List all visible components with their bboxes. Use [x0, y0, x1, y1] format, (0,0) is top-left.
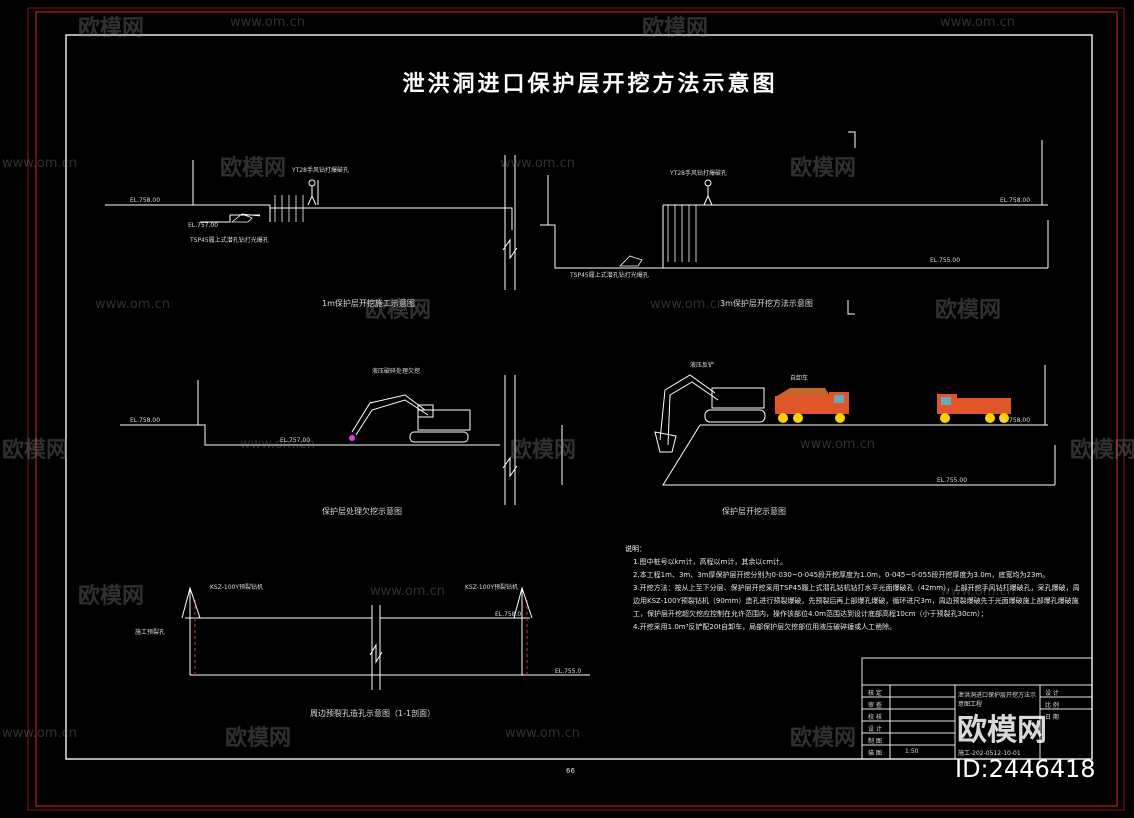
s2-drill-holes — [667, 205, 697, 262]
s1-caption: 1m保护层开挖施工示意图 — [322, 299, 415, 308]
s1-drill-holes — [274, 195, 304, 222]
s5-hole-label: 施工预裂孔 — [135, 629, 166, 636]
note-item: 4.开挖采用1.0m³反铲配20t自卸车，局部保护层欠挖部位用液压破碎锤或人工凿… — [633, 623, 897, 631]
s3-break-symbol — [502, 375, 518, 505]
s2-ground-line — [540, 224, 1048, 269]
page-number: 66 — [566, 767, 575, 775]
s3-caption: 保护层处理欠挖示意图 — [322, 507, 402, 516]
s4-truck-right-icon — [937, 394, 1011, 423]
s1-elev-bottom: EL.757.00 — [188, 222, 219, 229]
s4-slope-line — [662, 424, 1055, 486]
tb-row: 制 图 — [868, 738, 882, 745]
s3-machine-label: 液压破碎处理欠挖 — [372, 368, 421, 375]
note-item: 1.图中桩号以km计，高程以m计，其余以cm计。 — [633, 558, 788, 566]
s4-elev-bottom: EL.755.00 — [937, 477, 968, 484]
drawing-title: 泄洪洞进口保护层开挖方法示意图 — [402, 71, 778, 97]
s2-rig-label: TSP45履上式潜孔钻打光爆孔 — [570, 272, 649, 279]
section-excavation — [561, 365, 1056, 486]
s3-breaker-tip — [349, 435, 355, 441]
s2-drill-label: YT28手风钻打爆破孔 — [670, 170, 727, 177]
s5-left-label: KSZ-100Y预裂钻机 — [210, 584, 264, 591]
s2-section-mark-b — [847, 300, 855, 315]
tb-row: 核 定 — [868, 690, 882, 697]
s4-elev-top: EL.758.00 — [1000, 417, 1031, 424]
section-3m-protection — [540, 131, 1049, 315]
tb-row: 设 计 — [868, 726, 882, 733]
tb-drawing-no: 施工-202-0512-10-01 — [958, 750, 1021, 757]
s5-elev-top: EL.758.0 — [495, 611, 522, 618]
notes-block: 说明： 1.图中桩号以km计，高程以m计，其余以cm计。 2.本工程1m、3m、… — [625, 543, 1085, 634]
s3-ground-line — [120, 424, 500, 446]
s1-worker-icon — [307, 179, 319, 206]
s1-elev-top: EL.758.00 — [130, 197, 161, 204]
s4-truck-label: 自卸车 — [790, 375, 809, 382]
section-presplit — [181, 586, 590, 690]
s5-caption: 周边预裂孔造孔示意图（1-1剖面） — [310, 709, 436, 718]
s1-drill-label: YT28手风钻打爆破孔 — [292, 167, 349, 174]
note-item: 3.开挖方法：按从上至下分层、保护层开挖采用TSP45履上式潜孔钻机钻打水平光面… — [633, 584, 1080, 618]
s1-rig-icon — [230, 213, 261, 223]
note-item: 2.本工程1m、3m、3m厚保护层开挖分别为0-030~0-045段开挖厚度为1… — [633, 571, 1050, 579]
tb-scale: 1:50 — [905, 748, 919, 755]
s2-elev-top: EL.758.00 — [1000, 197, 1031, 204]
tb-right-row: 日 期 — [1045, 714, 1059, 721]
tb-right-row: 设 计 — [1045, 690, 1059, 697]
title-block — [861, 657, 1093, 760]
s4-caption: 保护层开挖示意图 — [722, 507, 786, 516]
s2-worker-icon — [703, 179, 713, 206]
s5-elev-bottom: EL.755.0 — [555, 668, 582, 675]
s5-break-symbol — [369, 605, 383, 690]
section-underexcavation — [120, 375, 518, 505]
id-stamp: ID:2446418 — [955, 755, 1096, 783]
s3-elev-top: EL.758.00 — [130, 417, 161, 424]
s5-left-drill — [181, 586, 201, 675]
s3-elev-bottom: EL.757.00 — [280, 437, 311, 444]
tb-row: 校 核 — [868, 714, 882, 721]
s5-right-label: KSZ-100Y预裂钻机 — [465, 584, 519, 591]
s3-excavator-icon — [351, 394, 471, 443]
s2-caption: 3m保护层开挖方法示意图 — [720, 299, 813, 308]
outer-border-2 — [27, 7, 1125, 811]
s5-right-drill — [513, 586, 533, 675]
s2-elev-bottom: EL.755.00 — [930, 257, 961, 264]
outer-border — [35, 11, 1118, 807]
s1-break-symbol — [502, 155, 518, 290]
s4-excavator-icon — [654, 374, 766, 453]
s2-rig-icon — [619, 255, 643, 267]
s4-truck-left-icon — [775, 388, 849, 423]
s1-ground-line — [105, 204, 513, 230]
s2-section-mark — [848, 131, 856, 148]
s4-excavator-label: 液压反铲 — [690, 362, 715, 369]
inner-frame — [65, 34, 1093, 760]
tb-project: 泄洪洞进口保护层开挖方法示意图工程 — [958, 692, 1037, 708]
tb-row: 描 图 — [868, 750, 882, 757]
notes-heading: 说明： — [625, 545, 646, 553]
tb-row: 审 查 — [868, 702, 882, 709]
s1-rig-label: TSP45履上式潜孔钻打光爆孔 — [190, 237, 269, 244]
tb-right-row: 比 例 — [1045, 702, 1059, 709]
section-1m-protection — [105, 155, 518, 290]
